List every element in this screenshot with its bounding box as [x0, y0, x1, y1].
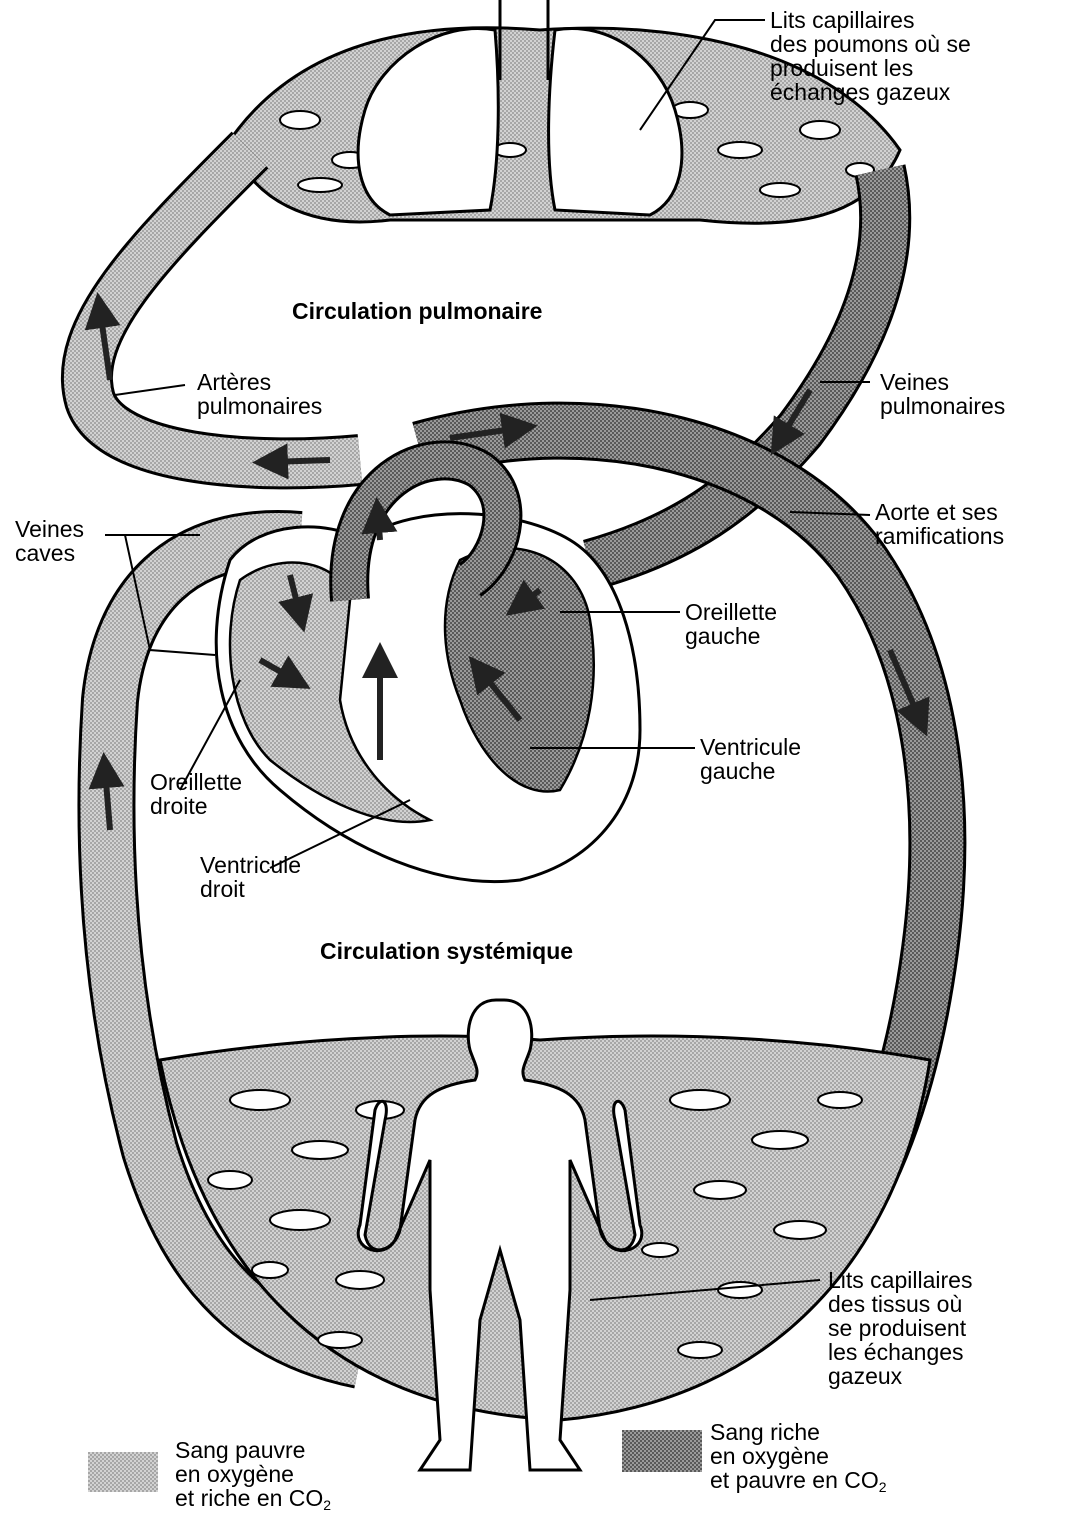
legend-poor-swatch [88, 1452, 158, 1492]
legend-rich-swatch [622, 1430, 702, 1472]
pulmonary-circulation-title: Circulation pulmonaire [292, 298, 542, 325]
systemic-circulation-title: Circulation systémique [320, 938, 573, 965]
